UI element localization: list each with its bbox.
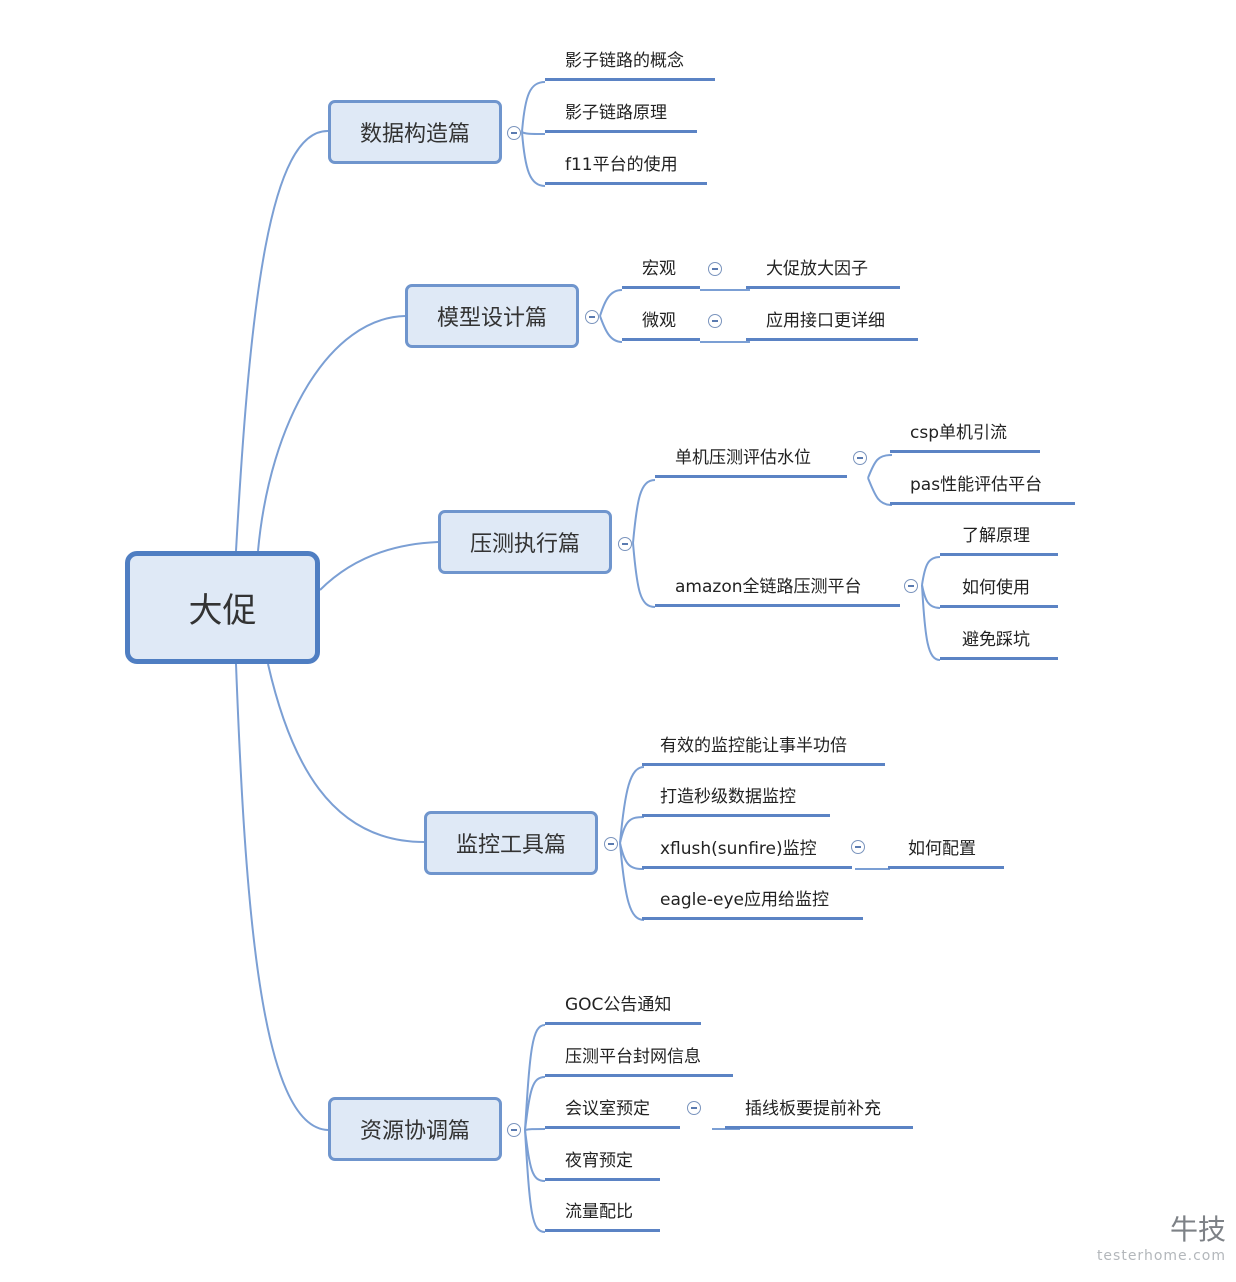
leaf-node[interactable]: 影子链路的概念 bbox=[545, 50, 715, 81]
leaf-node[interactable]: 微观 bbox=[622, 310, 700, 341]
leaf-node[interactable]: eagle-eye应用给监控 bbox=[642, 889, 863, 920]
collapse-toggle-icon[interactable] bbox=[853, 451, 867, 465]
watermark: 牛技 testerhome.com bbox=[1097, 1208, 1226, 1264]
collapse-toggle-icon[interactable] bbox=[507, 1123, 521, 1137]
leaf-node[interactable]: 压测平台封网信息 bbox=[545, 1046, 733, 1077]
leaf-node[interactable]: xflush(sunfire)监控 bbox=[642, 838, 852, 869]
collapse-toggle-icon[interactable] bbox=[851, 840, 865, 854]
leaf-node[interactable]: 应用接口更详细 bbox=[746, 310, 918, 341]
collapse-toggle-icon[interactable] bbox=[604, 837, 618, 851]
watermark-logo: 牛技 bbox=[1169, 1213, 1226, 1246]
leaf-node[interactable]: 会议室预定 bbox=[545, 1098, 680, 1129]
leaf-node[interactable]: 影子链路原理 bbox=[545, 102, 697, 133]
leaf-node[interactable]: 避免踩坑 bbox=[940, 629, 1058, 660]
branch-node-data-construction[interactable]: 数据构造篇 bbox=[328, 100, 502, 164]
leaf-node[interactable]: 如何使用 bbox=[940, 577, 1058, 608]
leaf-node[interactable]: 大促放大因子 bbox=[746, 258, 900, 289]
leaf-node[interactable]: 宏观 bbox=[622, 258, 700, 289]
leaf-node[interactable]: 插线板要提前补充 bbox=[725, 1098, 913, 1129]
branch-node-model-design[interactable]: 模型设计篇 bbox=[405, 284, 579, 348]
leaf-node[interactable]: 有效的监控能让事半功倍 bbox=[642, 735, 885, 766]
branch-node-monitoring-tools[interactable]: 监控工具篇 bbox=[424, 811, 598, 875]
collapse-toggle-icon[interactable] bbox=[687, 1101, 701, 1115]
leaf-node[interactable]: GOC公告通知 bbox=[545, 994, 701, 1025]
leaf-node[interactable]: f11平台的使用 bbox=[545, 154, 707, 185]
branch-node-resource-coordination[interactable]: 资源协调篇 bbox=[328, 1097, 502, 1161]
collapse-toggle-icon[interactable] bbox=[507, 126, 521, 140]
leaf-node[interactable]: csp单机引流 bbox=[890, 422, 1040, 453]
collapse-toggle-icon[interactable] bbox=[708, 314, 722, 328]
leaf-node[interactable]: 夜宵预定 bbox=[545, 1150, 660, 1181]
watermark-url: testerhome.com bbox=[1096, 1248, 1226, 1264]
collapse-toggle-icon[interactable] bbox=[904, 579, 918, 593]
leaf-node[interactable]: pas性能评估平台 bbox=[890, 474, 1075, 505]
leaf-node[interactable]: 打造秒级数据监控 bbox=[642, 786, 830, 817]
leaf-node[interactable]: 如何配置 bbox=[888, 838, 1004, 869]
leaf-node[interactable]: amazon全链路压测平台 bbox=[655, 576, 900, 607]
collapse-toggle-icon[interactable] bbox=[618, 537, 632, 551]
leaf-node[interactable]: 流量配比 bbox=[545, 1201, 660, 1232]
leaf-node[interactable]: 单机压测评估水位 bbox=[655, 447, 847, 478]
leaf-node[interactable]: 了解原理 bbox=[940, 525, 1058, 556]
collapse-toggle-icon[interactable] bbox=[708, 262, 722, 276]
branch-node-stress-execution[interactable]: 压测执行篇 bbox=[438, 510, 612, 574]
collapse-toggle-icon[interactable] bbox=[585, 310, 599, 324]
root-node[interactable]: 大促 bbox=[125, 551, 320, 664]
